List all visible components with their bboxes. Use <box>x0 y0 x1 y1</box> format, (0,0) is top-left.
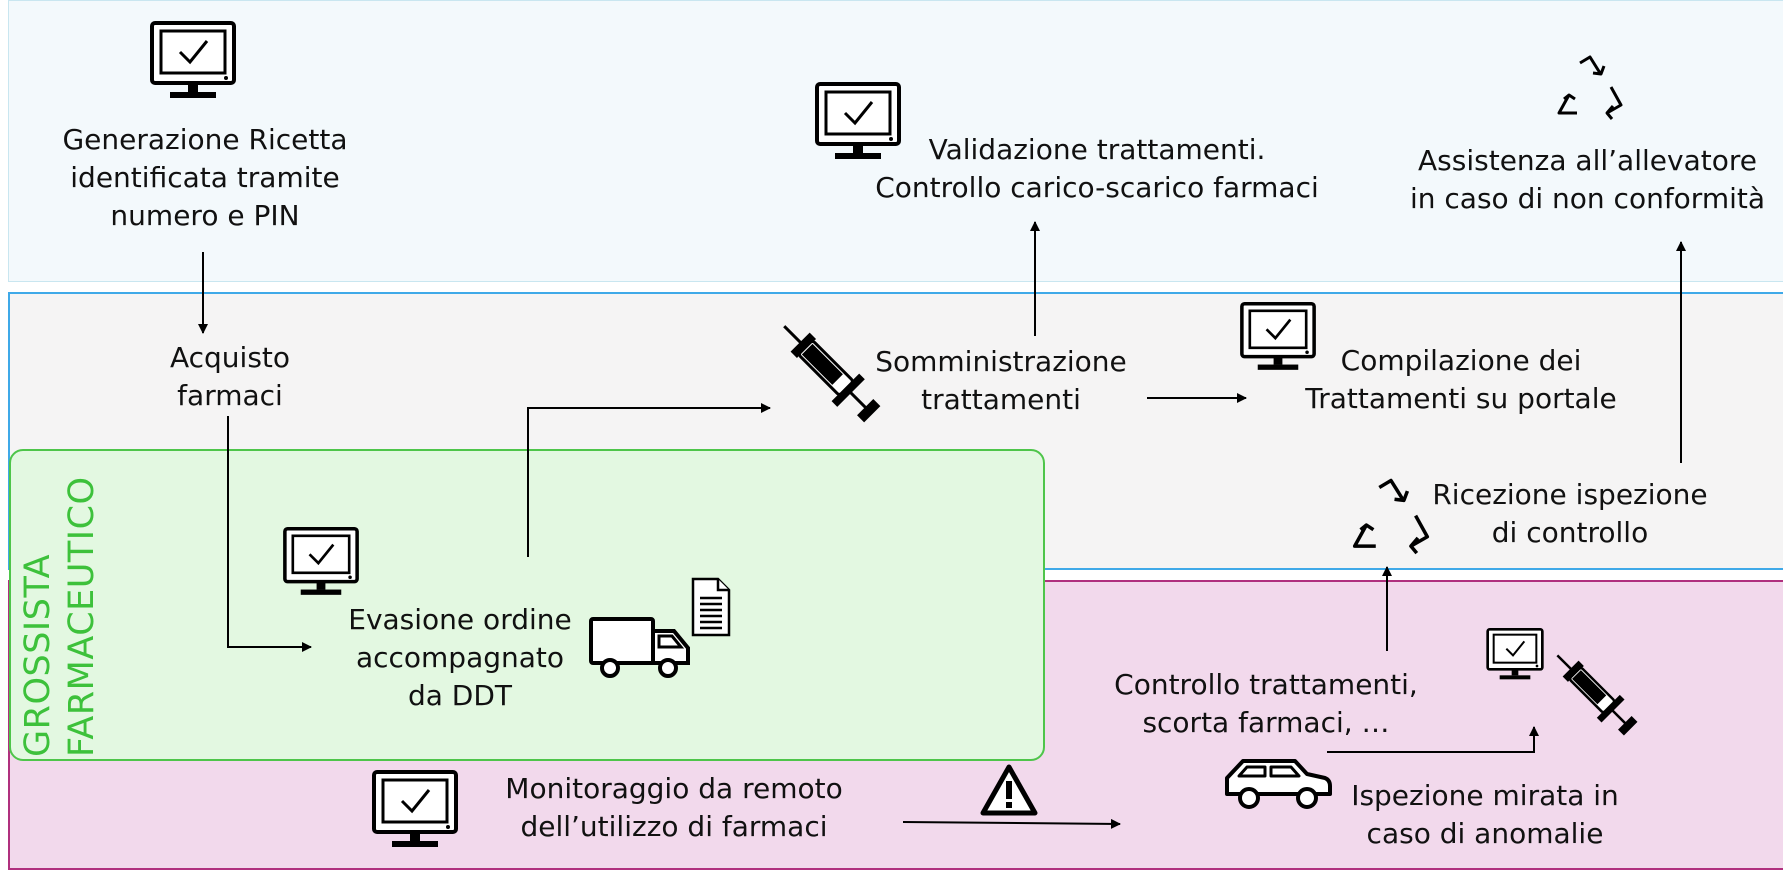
step-controllo-trattamenti: Controllo trattamenti, scorta farmaci, … <box>1114 668 1418 739</box>
arrow-auto-to-siringa <box>1327 726 1539 753</box>
computer-check-icon <box>150 21 236 98</box>
step-evasione-ordine: Evasione ordine accompagnato da DDT <box>348 603 572 712</box>
step-validazione: Validazione trattamenti. Controllo caric… <box>875 133 1319 204</box>
step-ispezione-mirata: Ispezione mirata in caso di anomalie <box>1351 779 1619 850</box>
car-icon <box>1225 759 1332 809</box>
recycle-icon <box>1352 478 1430 555</box>
syringe-icon <box>1556 654 1638 736</box>
computer-check-icon <box>1486 628 1544 680</box>
warning-icon <box>980 764 1038 816</box>
arrow-monitoraggio-to-ispezione <box>902 818 1121 829</box>
computer-check-icon <box>372 770 458 847</box>
step-compilazione: Compilazione dei Trattamenti su portale <box>1305 344 1617 415</box>
step-ricezione-ispezione: Ricezione ispezione di controllo <box>1432 478 1708 549</box>
arrow-acquisto-to-evasione <box>227 416 312 652</box>
computer-check-icon <box>283 527 359 595</box>
computer-check-icon <box>1240 302 1316 370</box>
recycle-icon <box>1557 55 1623 120</box>
document-icon <box>691 577 731 637</box>
step-monitoraggio: Monitoraggio da remoto dell’utilizzo di … <box>505 772 843 843</box>
step-acquisto-farmaci: Acquisto farmaci <box>169 341 291 412</box>
step-generazione-ricetta: Generazione Ricetta identificata tramite… <box>62 123 348 232</box>
arrow-evasione-to-somministrazione <box>527 403 771 557</box>
step-assistenza: Assistenza all’allevatore in caso di non… <box>1409 144 1766 215</box>
truck-icon <box>589 617 690 678</box>
step-somministrazione: Somministrazione trattamenti <box>875 345 1127 416</box>
computer-check-icon <box>815 82 901 159</box>
syringe-icon <box>783 325 881 423</box>
